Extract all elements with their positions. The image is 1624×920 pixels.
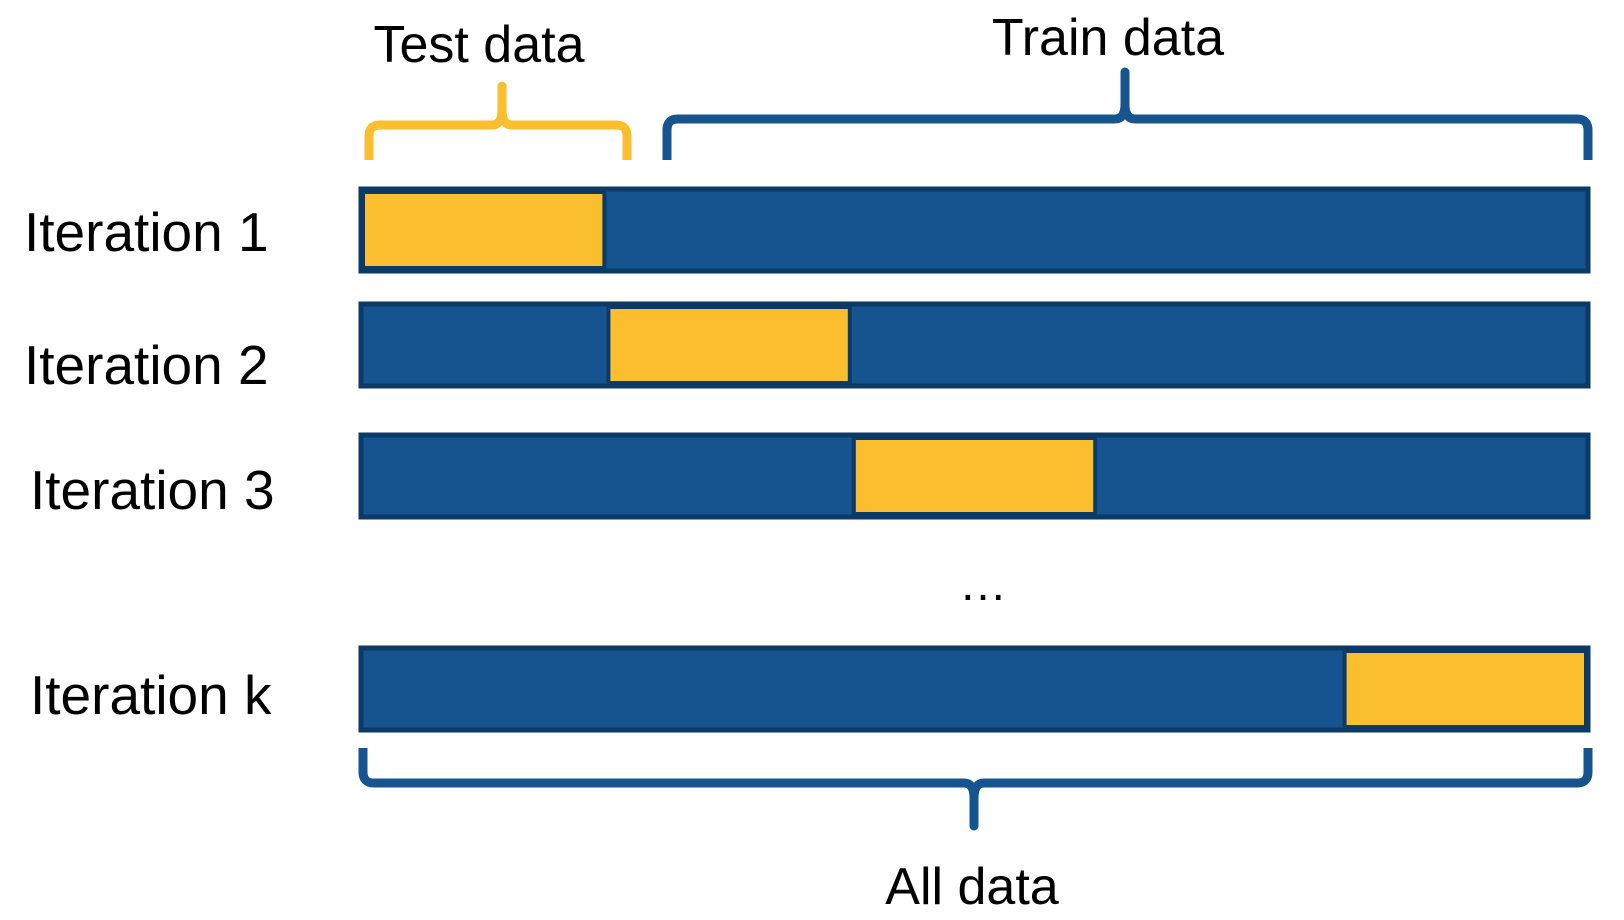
all-data-label: All data (885, 858, 1059, 916)
iteration-label: Iteration 3 (30, 459, 275, 521)
test-segment (851, 436, 1098, 516)
iteration-label: Iteration 1 (24, 201, 269, 263)
iteration-row: Iteration 1 (24, 186, 1591, 274)
iteration-label: Iteration k (30, 664, 272, 726)
iteration-row: Iteration 3 (30, 432, 1591, 521)
all-data-brace (358, 748, 1593, 831)
test-segment (606, 305, 852, 385)
iteration-row: Iteration k (30, 645, 1591, 733)
test-segment (1342, 649, 1588, 729)
test-data-brace (364, 81, 632, 160)
ellipsis-text: … (959, 558, 1007, 611)
train-data-label: Train data (992, 9, 1224, 67)
data-bar (358, 645, 1591, 733)
data-bar (358, 432, 1591, 520)
data-bar (358, 301, 1591, 389)
data-bar (358, 186, 1591, 274)
iteration-label: Iteration 2 (24, 334, 269, 396)
test-data-label: Test data (373, 16, 584, 74)
iteration-row: Iteration 2 (24, 301, 1591, 396)
train-segment (358, 301, 1591, 389)
train-data-brace (662, 67, 1593, 160)
test-segment (361, 190, 607, 270)
